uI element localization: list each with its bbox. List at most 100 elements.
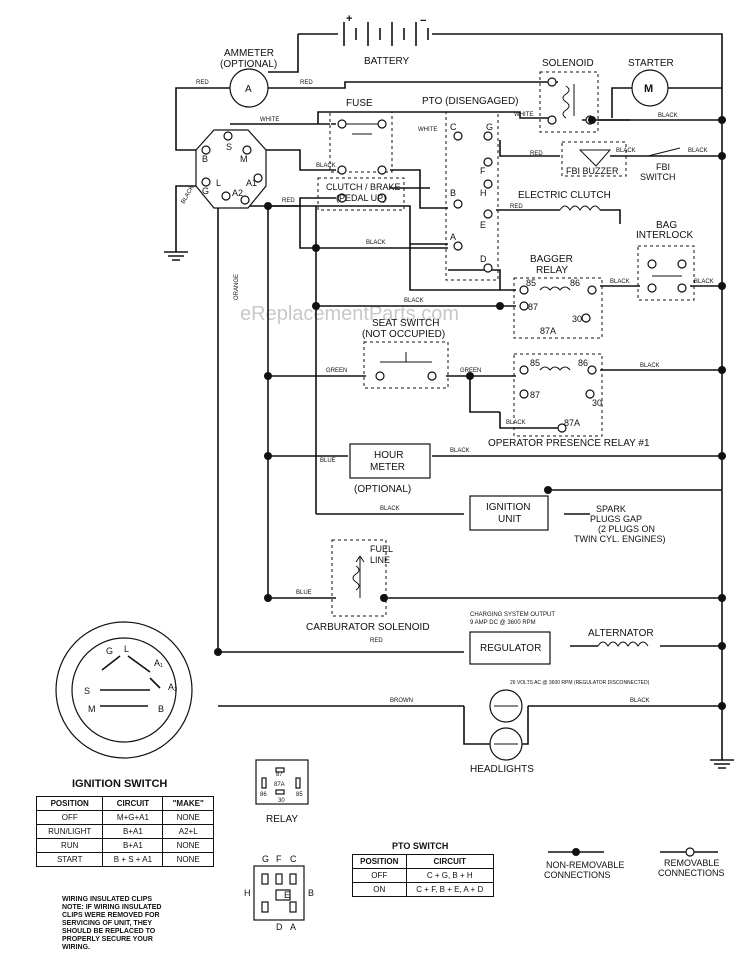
svg-text:BLACK: BLACK [316,163,336,169]
svg-text:BLACK: BLACK [640,363,660,369]
svg-text:87A: 87A [564,418,580,428]
svg-text:SPARK: SPARK [596,504,626,514]
svg-text:BAG: BAG [656,220,677,231]
svg-text:CONNECTIONS: CONNECTIONS [658,868,725,878]
ignition-switch-title: IGNITION SWITCH [72,778,168,790]
svg-text:87A: 87A [540,326,556,336]
svg-text:BLACK: BLACK [404,298,424,304]
wiring-clips-note: WIRING INSULATED CLIPS NOTE: IF WIRING I… [62,896,162,951]
bagger-relay: 85 86 87 30 87A BAGGER RELAY [513,254,603,339]
carburator-solenoid: FUEL LINE CARBURATOR SOLENOID [306,539,430,633]
svg-text:FBI: FBI [656,162,670,172]
battery: + − BATTERY [343,13,429,67]
svg-text:M: M [88,704,96,714]
svg-text:BLACK: BLACK [450,448,470,454]
svg-text:A₁: A₁ [154,658,163,668]
electric-clutch: ELECTRIC CLUTCH [518,190,611,211]
svg-text:BLACK: BLACK [610,279,630,285]
svg-text:BLACK: BLACK [688,148,708,154]
fbi-switch: FBI SWITCH [640,147,681,182]
svg-text:30: 30 [592,398,602,408]
svg-text:RED: RED [510,204,523,210]
svg-text:S: S [226,142,232,152]
svg-text:G: G [486,122,493,132]
svg-text:B: B [158,704,164,714]
watermark: eReplacementParts.com [240,303,459,325]
svg-text:87: 87 [528,302,538,312]
junction-dots [214,116,726,710]
svg-text:85: 85 [296,792,303,798]
seat-switch: SEAT SWITCH (NOT OCCUPIED) [362,318,449,389]
svg-text:TWIN CYL. ENGINES): TWIN CYL. ENGINES) [574,534,666,544]
svg-text:86: 86 [260,792,267,798]
starter: M STARTER [628,58,674,107]
svg-text:H: H [244,888,251,898]
svg-text:D: D [276,922,283,932]
operator-presence-relay: 85 86 87 30 87A OPERATOR PRESENCE RELAY … [488,353,650,449]
pto-switch-title: PTO SWITCH [392,841,449,851]
svg-text:A: A [290,922,296,932]
clutch-brake-switch: CLUTCH / BRAKE (PEDAL UP) [317,177,405,211]
svg-text:RED: RED [196,80,209,86]
svg-text:A: A [245,84,252,95]
svg-text:BLACK: BLACK [181,185,196,205]
spark-plugs: SPARK PLUGS GAP (2 PLUGS ON TWIN CYL. EN… [574,504,666,544]
svg-text:L: L [216,178,221,188]
fbi-buzzer: FBI BUZZER [561,141,627,177]
svg-text:AMMETER: AMMETER [224,48,274,59]
svg-text:REMOVABLE: REMOVABLE [664,858,719,868]
svg-text:D: D [480,254,487,264]
ignition-switch-schematic: S M B G L A2 A1 [195,129,267,209]
pto-switch-face: G F C H E B D A [244,854,314,932]
svg-text:RED: RED [530,151,543,157]
svg-text:BLACK: BLACK [630,698,650,704]
svg-text:REGULATOR: REGULATOR [480,643,541,654]
svg-text:ELECTRIC CLUTCH: ELECTRIC CLUTCH [518,190,611,201]
svg-text:CLUTCH / BRAKE: CLUTCH / BRAKE [326,182,401,192]
svg-text:RELAY: RELAY [266,814,298,825]
svg-text:30: 30 [278,798,285,804]
svg-text:E: E [480,220,486,230]
svg-text:IGNITION: IGNITION [486,502,530,513]
svg-text:86: 86 [578,358,588,368]
svg-text:M: M [240,154,248,164]
ammeter: A AMMETER (OPTIONAL) [220,48,277,108]
svg-text:HOUR: HOUR [374,450,403,461]
svg-text:B: B [308,888,314,898]
svg-text:BAGGER: BAGGER [530,254,573,265]
regulator: REGULATOR CHARGING SYSTEM OUTPUT 9 AMP D… [469,612,650,686]
svg-text:FBI BUZZER: FBI BUZZER [566,166,619,176]
svg-text:B: B [202,154,208,164]
ignition-switch-face: G L A₁ S A₂ M B [55,621,193,759]
svg-text:GREEN: GREEN [460,368,481,374]
svg-text:H: H [480,188,487,198]
svg-text:A2: A2 [232,188,243,198]
alternator: ALTERNATOR [588,628,654,647]
headlights: HEADLIGHTS [470,689,534,775]
svg-text:SEAT SWITCH: SEAT SWITCH [372,318,439,329]
svg-text:(2 PLUGS ON: (2 PLUGS ON [598,524,655,534]
svg-text:S: S [84,686,90,696]
svg-text:RELAY: RELAY [536,265,568,276]
svg-text:85: 85 [526,278,536,288]
svg-text:WHITE: WHITE [418,127,437,133]
svg-text:CARBURATOR SOLENOID: CARBURATOR SOLENOID [306,622,430,633]
svg-text:FUSE: FUSE [346,98,373,109]
svg-text:BLUE: BLUE [320,458,336,464]
svg-text:BLACK: BLACK [380,506,400,512]
svg-text:C: C [290,854,297,864]
svg-text:G: G [262,854,269,864]
fuse: FUSE [329,98,393,175]
svg-text:F: F [276,854,282,864]
svg-text:9 AMP DC @ 3600 RPM: 9 AMP DC @ 3600 RPM [470,620,536,626]
svg-text:26 VOLTS AC @ 3600 RPM (REGULA: 26 VOLTS AC @ 3600 RPM (REGULATOR DISCON… [510,680,650,686]
svg-text:+: + [346,13,352,25]
svg-text:(OPTIONAL): (OPTIONAL) [354,484,411,495]
svg-text:C: C [450,122,457,132]
svg-text:87: 87 [530,390,540,400]
ignition-unit: IGNITION UNIT [469,495,549,531]
